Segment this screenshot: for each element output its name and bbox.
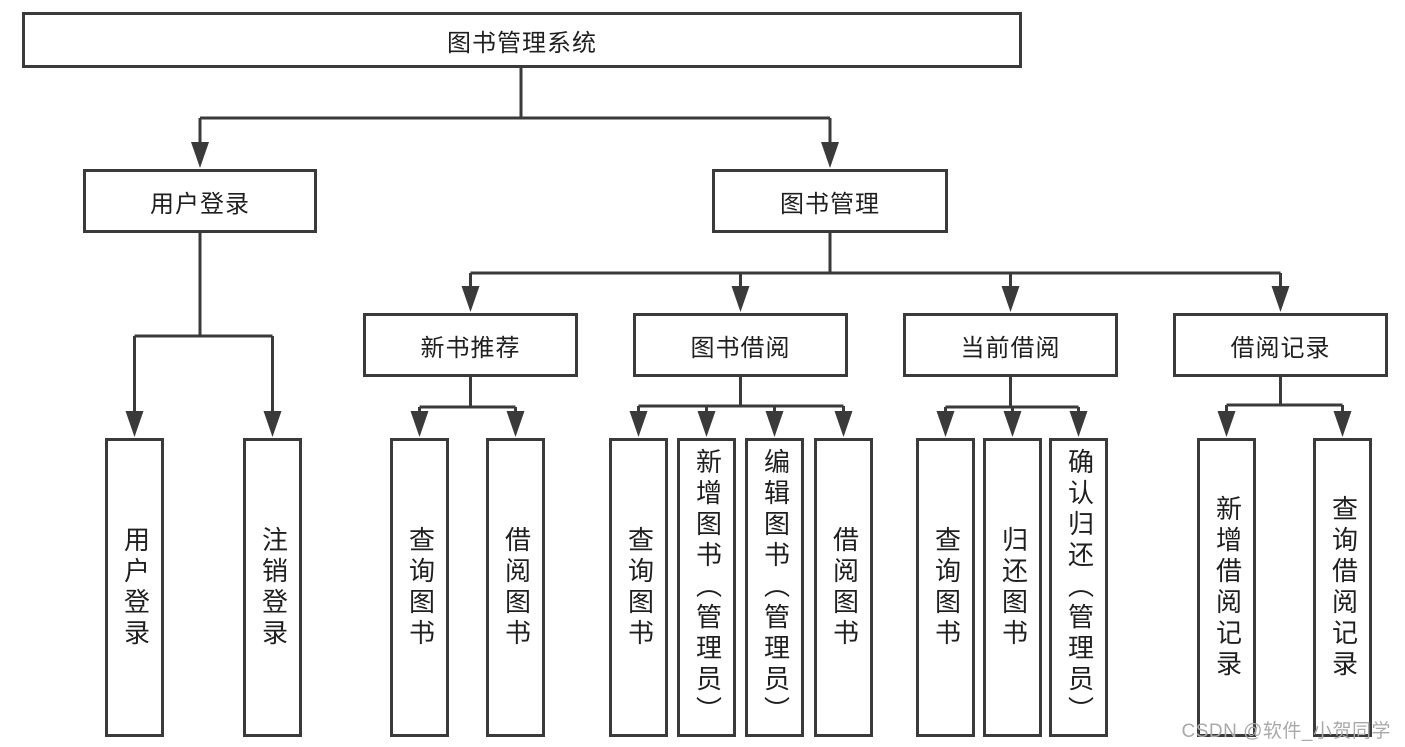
node-borrowing-records-label: 借阅记录 (1230, 334, 1331, 362)
watermark-text: CSDN @软件_小贺同学 (1181, 721, 1391, 742)
leaf-recommend-borrow-books-label: 借阅图书 (501, 525, 532, 650)
leaf-current-query-books: 查询图书 (916, 438, 975, 737)
node-book-borrowing: 图书借阅 (633, 313, 848, 377)
leaf-return-books: 归还图书 (983, 438, 1042, 737)
leaf-borrow-books-label: 借阅图书 (829, 525, 860, 650)
node-user-login: 用户登录 (83, 169, 317, 233)
leaf-recommend-query-books: 查询图书 (390, 438, 449, 737)
leaf-recommend-query-books-label: 查询图书 (405, 525, 436, 650)
leaf-add-books-admin-label: 新增图书（管理员） (692, 448, 723, 727)
leaf-borrow-query-books-label: 查询图书 (624, 525, 655, 650)
leaf-logout-label: 注销登录 (258, 525, 289, 650)
node-new-book-recommend-label: 新书推荐 (420, 334, 521, 362)
leaf-user-login: 用户登录 (105, 438, 164, 737)
leaf-query-borrow-record-label: 查询借阅记录 (1328, 494, 1359, 681)
node-book-management: 图书管理 (712, 169, 948, 233)
leaf-add-borrow-record-label: 新增借阅记录 (1212, 494, 1243, 681)
leaf-borrow-books: 借阅图书 (814, 438, 873, 737)
leaf-logout: 注销登录 (243, 438, 302, 737)
connector-arrowheads (125, 142, 1352, 437)
leaf-current-query-books-label: 查询图书 (931, 525, 962, 650)
node-book-management-label: 图书管理 (780, 190, 880, 218)
node-root-library-system: 图书管理系统 (22, 12, 1022, 68)
node-borrowing-records: 借阅记录 (1173, 313, 1388, 377)
leaf-add-books-admin: 新增图书（管理员） (677, 438, 736, 737)
node-current-borrowing-label: 当前借阅 (960, 334, 1061, 362)
leaf-recommend-borrow-books: 借阅图书 (486, 438, 545, 737)
leaf-return-books-label: 归还图书 (998, 525, 1029, 650)
node-user-login-label: 用户登录 (150, 190, 250, 218)
leaf-user-login-label: 用户登录 (120, 525, 151, 650)
node-new-book-recommend: 新书推荐 (363, 313, 578, 377)
leaf-add-borrow-record: 新增借阅记录 (1197, 438, 1256, 737)
leaf-edit-books-admin-label: 编辑图书（管理员） (760, 448, 791, 727)
node-current-borrowing: 当前借阅 (903, 313, 1118, 377)
node-root-label: 图书管理系统 (447, 29, 597, 57)
leaf-borrow-query-books: 查询图书 (609, 438, 668, 737)
leaf-query-borrow-record: 查询借阅记录 (1313, 438, 1372, 737)
leaf-confirm-return-admin: 确认归还（管理员） (1049, 438, 1108, 737)
leaf-confirm-return-admin-label: 确认归还（管理员） (1064, 448, 1095, 727)
node-book-borrowing-label: 图书借阅 (690, 334, 791, 362)
leaf-edit-books-admin: 编辑图书（管理员） (745, 438, 804, 737)
